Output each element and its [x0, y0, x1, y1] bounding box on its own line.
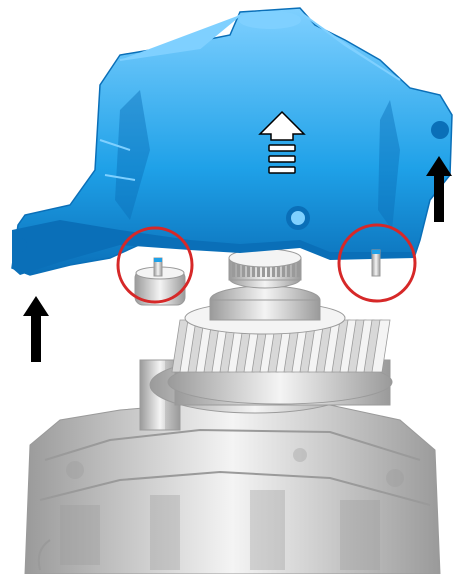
callout-circle-left	[116, 226, 194, 304]
bearing-roller	[277, 260, 280, 277]
bearing-roller	[232, 260, 235, 277]
up-arrow-icon-right	[426, 156, 452, 222]
bearing-roller	[292, 260, 295, 277]
bearing-rollers	[232, 260, 300, 277]
gear-tooth	[371, 319, 391, 373]
bearing-roller	[287, 260, 290, 277]
bearing-roller	[242, 260, 245, 277]
lower-transmission-case	[24, 404, 441, 574]
callout-circle-right	[337, 223, 417, 303]
dowel-pin-right	[371, 249, 381, 277]
bearing-roller	[257, 260, 260, 277]
up-arrow-stripes-icon	[258, 110, 306, 174]
bearing-roller	[252, 260, 255, 277]
bearing-roller	[262, 260, 265, 277]
up-arrow-icon-left	[23, 296, 49, 362]
bearing-roller	[247, 260, 250, 277]
dowel-pin-left	[153, 257, 163, 277]
bearing-roller	[237, 260, 240, 277]
upper-housing	[11, 7, 453, 276]
helical-gear	[149, 285, 393, 414]
bearing-roller	[282, 260, 285, 277]
bearing-roller	[272, 260, 275, 277]
bearing-roller	[297, 260, 300, 277]
tapered-bearing	[228, 248, 302, 289]
bearing-roller	[267, 260, 270, 277]
